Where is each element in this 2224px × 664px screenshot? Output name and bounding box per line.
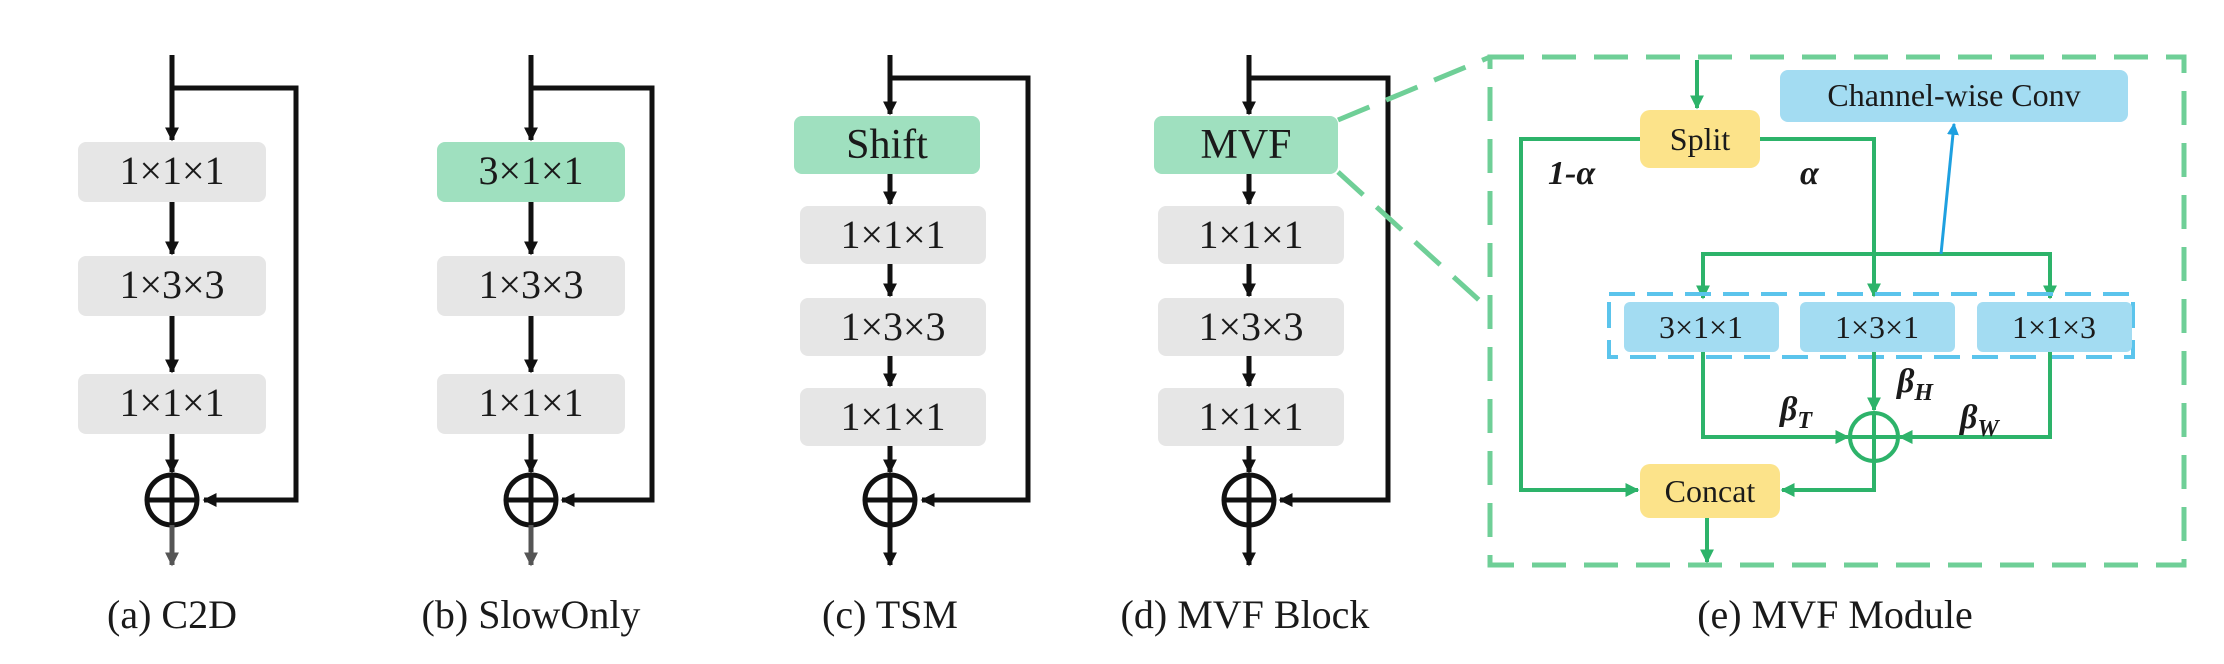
zoom-line-top	[1337, 54, 1491, 123]
bypass-branch	[1519, 137, 1640, 497]
caption-a: (a) C2D	[107, 592, 237, 637]
conv-block-1	[78, 142, 266, 202]
conv-block-2	[800, 298, 986, 356]
concat-label: Concat	[1665, 473, 1756, 509]
beta-h-label: βH	[1895, 363, 1934, 406]
conv-block-2	[437, 256, 625, 316]
module-border	[1487, 54, 2187, 568]
conv-block-2-label: 1×3×3	[119, 262, 224, 307]
caption-b: (b) SlowOnly	[422, 592, 641, 637]
conv-block-3-label: 1×1×1	[840, 394, 945, 439]
conv-block-1	[1158, 206, 1344, 264]
conv-block-3-label: 1×1×1	[478, 380, 583, 425]
panel-mvf-module: Split Channel-wise Conv 1-α α 3×1×1 1×3×…	[1487, 54, 2187, 637]
alpha-label: α	[1800, 155, 1820, 192]
one-minus-alpha-label: 1-α	[1548, 155, 1596, 192]
panel-mvf-block: MVF 1×1×1 1×3×3 1×1×1 (d) MVF Block	[1121, 55, 1391, 637]
panel-slowonly: 3×1×1 1×3×3 1×1×1 (b) SlowOnly	[422, 55, 655, 637]
conv-block-1-label: 1×1×1	[1198, 212, 1303, 257]
zoom-line-bottom	[1336, 170, 1492, 312]
panel-c2d: 1×1×1 1×3×3 1×1×1 (a) C2D	[78, 55, 299, 637]
conv-t-label: 3×1×1	[1659, 309, 1743, 345]
split-box	[1640, 110, 1760, 168]
channel-conv-arrow	[1939, 122, 1959, 255]
shift-block	[794, 116, 980, 174]
add-icon	[1221, 472, 1277, 528]
conv-block-3-label: 1×1×1	[1198, 394, 1303, 439]
split-label: Split	[1670, 121, 1731, 157]
caption-d: (d) MVF Block	[1121, 592, 1370, 637]
conv-group-border	[1607, 292, 2135, 359]
conv-h-box	[1800, 302, 1955, 352]
conv-block-1-label: 1×1×1	[840, 212, 945, 257]
add-icon	[144, 472, 200, 528]
distribution-line	[1701, 252, 2052, 296]
alpha-branch	[1760, 137, 1881, 298]
concat-box	[1640, 464, 1780, 518]
beta-t-line	[1701, 352, 1850, 444]
conv-block-3	[1158, 388, 1344, 446]
add-icon	[503, 472, 559, 528]
beta-w-line	[1898, 352, 2052, 444]
conv-block-2	[1158, 298, 1344, 356]
conv-block-1-label: 1×1×1	[119, 148, 224, 193]
conv-w-label: 1×1×3	[2012, 309, 2096, 345]
conv-h-label: 1×3×1	[1835, 309, 1919, 345]
add-icon	[1848, 411, 1900, 463]
conv-t-box	[1624, 302, 1779, 352]
conv-block-1	[437, 142, 625, 202]
shift-label: Shift	[846, 122, 928, 168]
sum-to-concat-line	[1780, 461, 1876, 497]
conv-block-1-label: 3×1×1	[478, 148, 583, 193]
channel-wise-conv-label: Channel-wise Conv	[1827, 77, 2080, 113]
conv-block-2-label: 1×3×3	[478, 262, 583, 307]
conv-block-3-label: 1×1×1	[119, 380, 224, 425]
caption-c: (c) TSM	[822, 592, 958, 637]
conv-block-3	[78, 374, 266, 434]
conv-block-3	[437, 374, 625, 434]
panel-tsm: Shift 1×1×1 1×3×3 1×1×1 (c) TSM	[794, 55, 1031, 637]
caption-e: (e) MVF Module	[1697, 592, 1973, 637]
add-icon	[862, 472, 918, 528]
conv-block-2-label: 1×3×3	[840, 304, 945, 349]
conv-block-3	[800, 388, 986, 446]
channel-wise-conv-box	[1780, 70, 2128, 122]
beta-w-label: βW	[1958, 399, 2000, 442]
mvf-label: MVF	[1200, 122, 1291, 168]
conv-block-2-label: 1×3×3	[1198, 304, 1303, 349]
conv-block-2	[78, 256, 266, 316]
mvf-block	[1154, 116, 1338, 174]
conv-block-1	[800, 206, 986, 264]
conv-w-box	[1977, 302, 2132, 352]
beta-t-label: βT	[1778, 391, 1813, 434]
